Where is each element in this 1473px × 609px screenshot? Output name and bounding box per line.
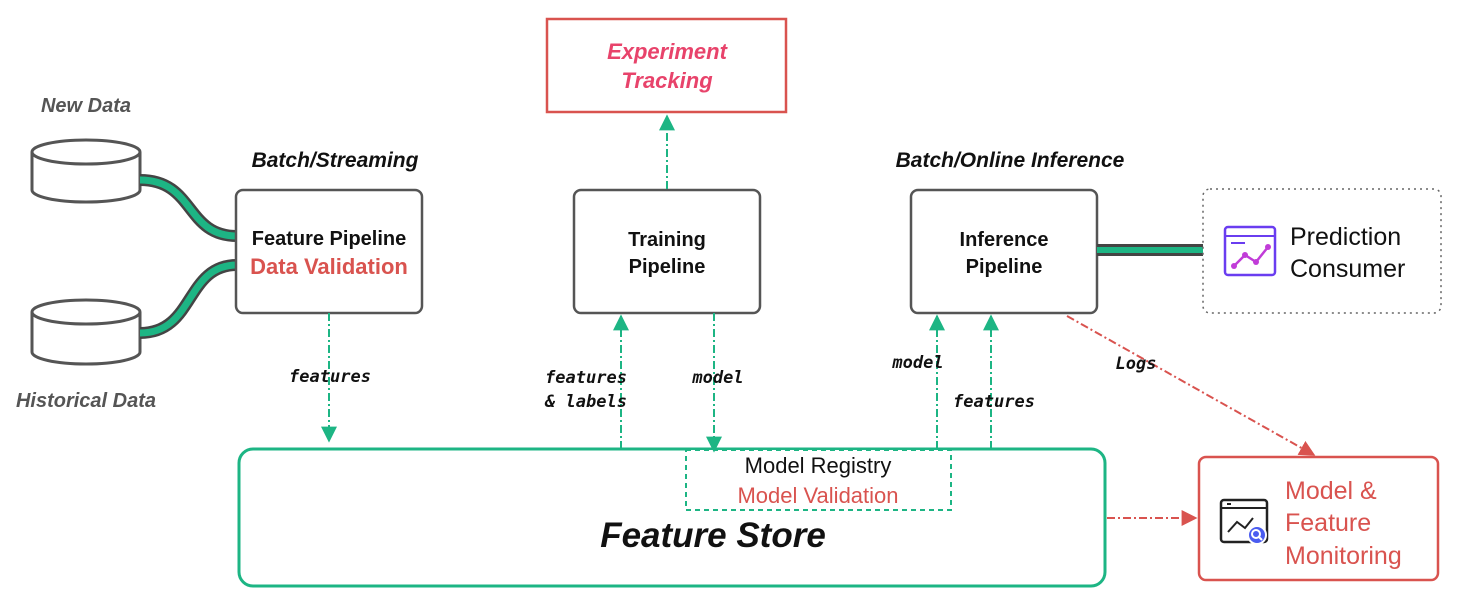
monitoring-line1: Model & (1285, 477, 1377, 505)
batch-online-inference-heading: Batch/Online Inference (896, 149, 1125, 172)
experiment-tracking-line1: Experiment (607, 39, 728, 64)
training-pipeline-box[interactable] (572, 188, 762, 315)
edge-label-logs: Logs (1116, 354, 1157, 374)
inference-pipeline-box[interactable] (909, 188, 1099, 315)
new-data-cylinder (30, 138, 142, 204)
experiment-tracking-line2: Tracking (621, 68, 713, 93)
monitoring-box[interactable] (1197, 455, 1440, 582)
model-registry-title: Model Registry (745, 453, 892, 478)
model-registry-box[interactable] (685, 449, 952, 511)
prediction-consumer-line2: Consumer (1290, 255, 1405, 283)
inference-pipeline-line2: Pipeline (966, 256, 1043, 278)
data-validation-label: Data Validation (250, 254, 408, 279)
edge-label-model-training: model (691, 368, 743, 388)
historical-data-label: Historical Data (16, 390, 156, 412)
logs-arrow (1066, 315, 1316, 456)
monitoring-line3: Monitoring (1285, 542, 1402, 570)
feature-store-title: Feature Store (600, 516, 826, 555)
new-data-label: New Data (41, 95, 131, 117)
model-validation-label: Model Validation (737, 483, 898, 508)
edge-label-features-inference: features (953, 392, 1035, 412)
historical-data-cylinder (30, 298, 142, 366)
training-pipeline-line2: Pipeline (629, 256, 706, 278)
monitor-search-icon (1219, 498, 1269, 545)
edge-label-model-inference: model (891, 353, 943, 373)
inference-pipeline-line1: Inference (960, 229, 1049, 251)
prediction-consumer-box[interactable] (1202, 188, 1442, 314)
batch-streaming-heading: Batch/Streaming (252, 149, 419, 172)
data-pipe-historical (139, 259, 238, 339)
feature-pipeline-box[interactable] (234, 188, 424, 315)
edge-label-features: features (289, 367, 371, 387)
feature-pipeline-title: Feature Pipeline (252, 228, 407, 250)
monitoring-line2: Feature (1285, 509, 1371, 537)
training-pipeline-line1: Training (628, 229, 706, 251)
chart-dashboard-icon (1223, 225, 1277, 277)
data-pipe-new (139, 174, 238, 242)
prediction-consumer-line1: Prediction (1290, 223, 1401, 251)
experiment-tracking-box[interactable] (545, 17, 788, 114)
edge-label-features-labels-1: features (545, 368, 627, 388)
edge-label-features-labels-2: & labels (544, 392, 627, 412)
